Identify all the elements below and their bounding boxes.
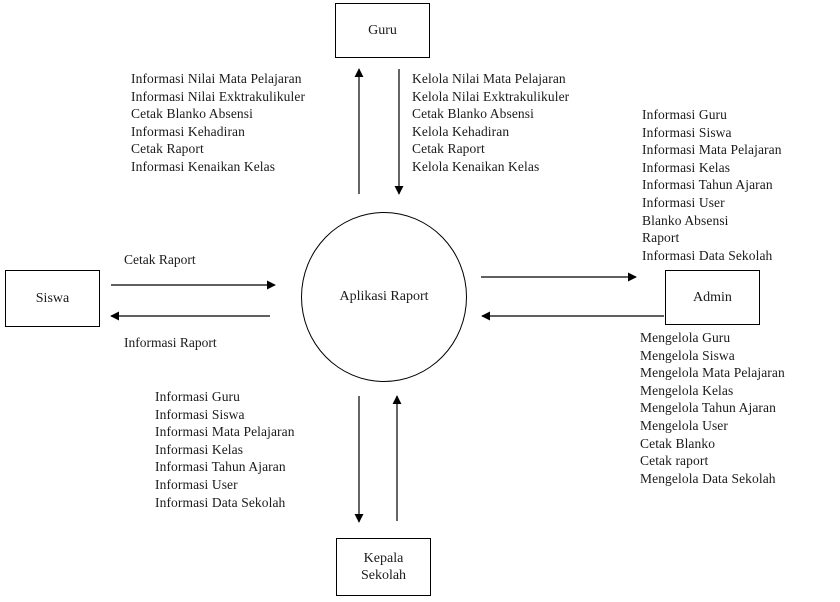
flow-item: Cetak Blanko [640, 435, 716, 451]
flow-item: Cetak Raport [131, 141, 204, 157]
flow-item: Mengelola Tahun Ajaran [640, 400, 776, 416]
flow-list-to-admin: Informasi Guru Informasi Siswa Informasi… [642, 106, 782, 264]
flow-item: Mengelola User [640, 417, 728, 433]
entity-admin: Admin [665, 270, 760, 325]
flow-item: Informasi Siswa [155, 406, 245, 422]
flow-item: Informasi Data Sekolah [155, 494, 286, 510]
flow-label-to-siswa: Informasi Raport [124, 335, 217, 350]
flow-item: Informasi User [155, 476, 238, 492]
flow-item: Mengelola Mata Pelajaran [640, 365, 785, 381]
flow-item: Informasi Tahun Ajaran [642, 177, 773, 193]
flow-item: Informasi Guru [155, 389, 241, 404]
entity-kepala-label-line1: Kepala [363, 551, 404, 566]
flow-item: Informasi Guru [642, 107, 728, 122]
process-label: Aplikasi Raport [339, 289, 429, 304]
flow-item: Kelola Kenaikan Kelas [412, 158, 540, 174]
flow-item: Cetak Blanko Absensi [412, 106, 534, 122]
flow-list-to-guru: Informasi Nilai Mata Pelajaran Informasi… [131, 70, 305, 176]
entity-guru: Guru [335, 3, 430, 58]
flow-item: Mengelola Guru [640, 330, 731, 345]
flow-item: Informasi Nilai Exktrakulikuler [131, 88, 306, 104]
flow-list-to-kepala: Informasi Guru Informasi Siswa Informasi… [155, 388, 295, 511]
entity-guru-label: Guru [368, 23, 397, 38]
flow-item: Mengelola Siswa [640, 347, 735, 363]
flow-item: Blanko Absensi [642, 212, 729, 228]
entity-siswa: Siswa [5, 270, 100, 327]
flow-item: Informasi Kenaikan Kelas [131, 158, 276, 174]
flow-item: Informasi Mata Pelajaran [642, 142, 782, 158]
entity-kepala-label-line2: Sekolah [360, 568, 407, 583]
entity-admin-label: Admin [693, 290, 732, 305]
flow-label-from-siswa: Cetak Raport [124, 252, 196, 267]
flow-item: Informasi Siswa [642, 124, 732, 140]
flow-item: Informasi Data Sekolah [642, 247, 773, 263]
flow-list-from-guru: Kelola Nilai Mata Pelajaran Kelola Nilai… [412, 70, 569, 176]
flow-item: Kelola Kehadiran [412, 123, 510, 139]
flow-item: Informasi Kehadiran [131, 123, 245, 139]
flow-item: Informasi Kelas [155, 441, 244, 457]
entity-siswa-label: Siswa [35, 291, 70, 306]
flow-item: Mengelola Kelas [640, 382, 734, 398]
entity-kepala-sekolah: Kepala Sekolah [336, 538, 431, 596]
flow-item: Cetak Raport [412, 141, 485, 157]
flow-item: Informasi Tahun Ajaran [155, 459, 286, 475]
flow-list-from-admin: Mengelola Guru Mengelola Siswa Mengelola… [640, 329, 785, 487]
flow-item: Kelola Nilai Exktrakulikuler [412, 88, 570, 104]
flow-item: Informasi User [642, 194, 725, 210]
flow-item: Informasi Kelas [642, 159, 731, 175]
process-aplikasi-raport: Aplikasi Raport [301, 212, 467, 382]
flow-item: Cetak raport [640, 453, 709, 469]
flow-item: Raport [642, 230, 680, 246]
flow-item: Kelola Nilai Mata Pelajaran [412, 71, 566, 86]
flow-item: Informasi Nilai Mata Pelajaran [131, 71, 302, 86]
flow-item: Cetak Blanko Absensi [131, 106, 253, 122]
flow-item: Mengelola Data Sekolah [640, 470, 776, 486]
flow-item: Informasi Mata Pelajaran [155, 424, 295, 440]
